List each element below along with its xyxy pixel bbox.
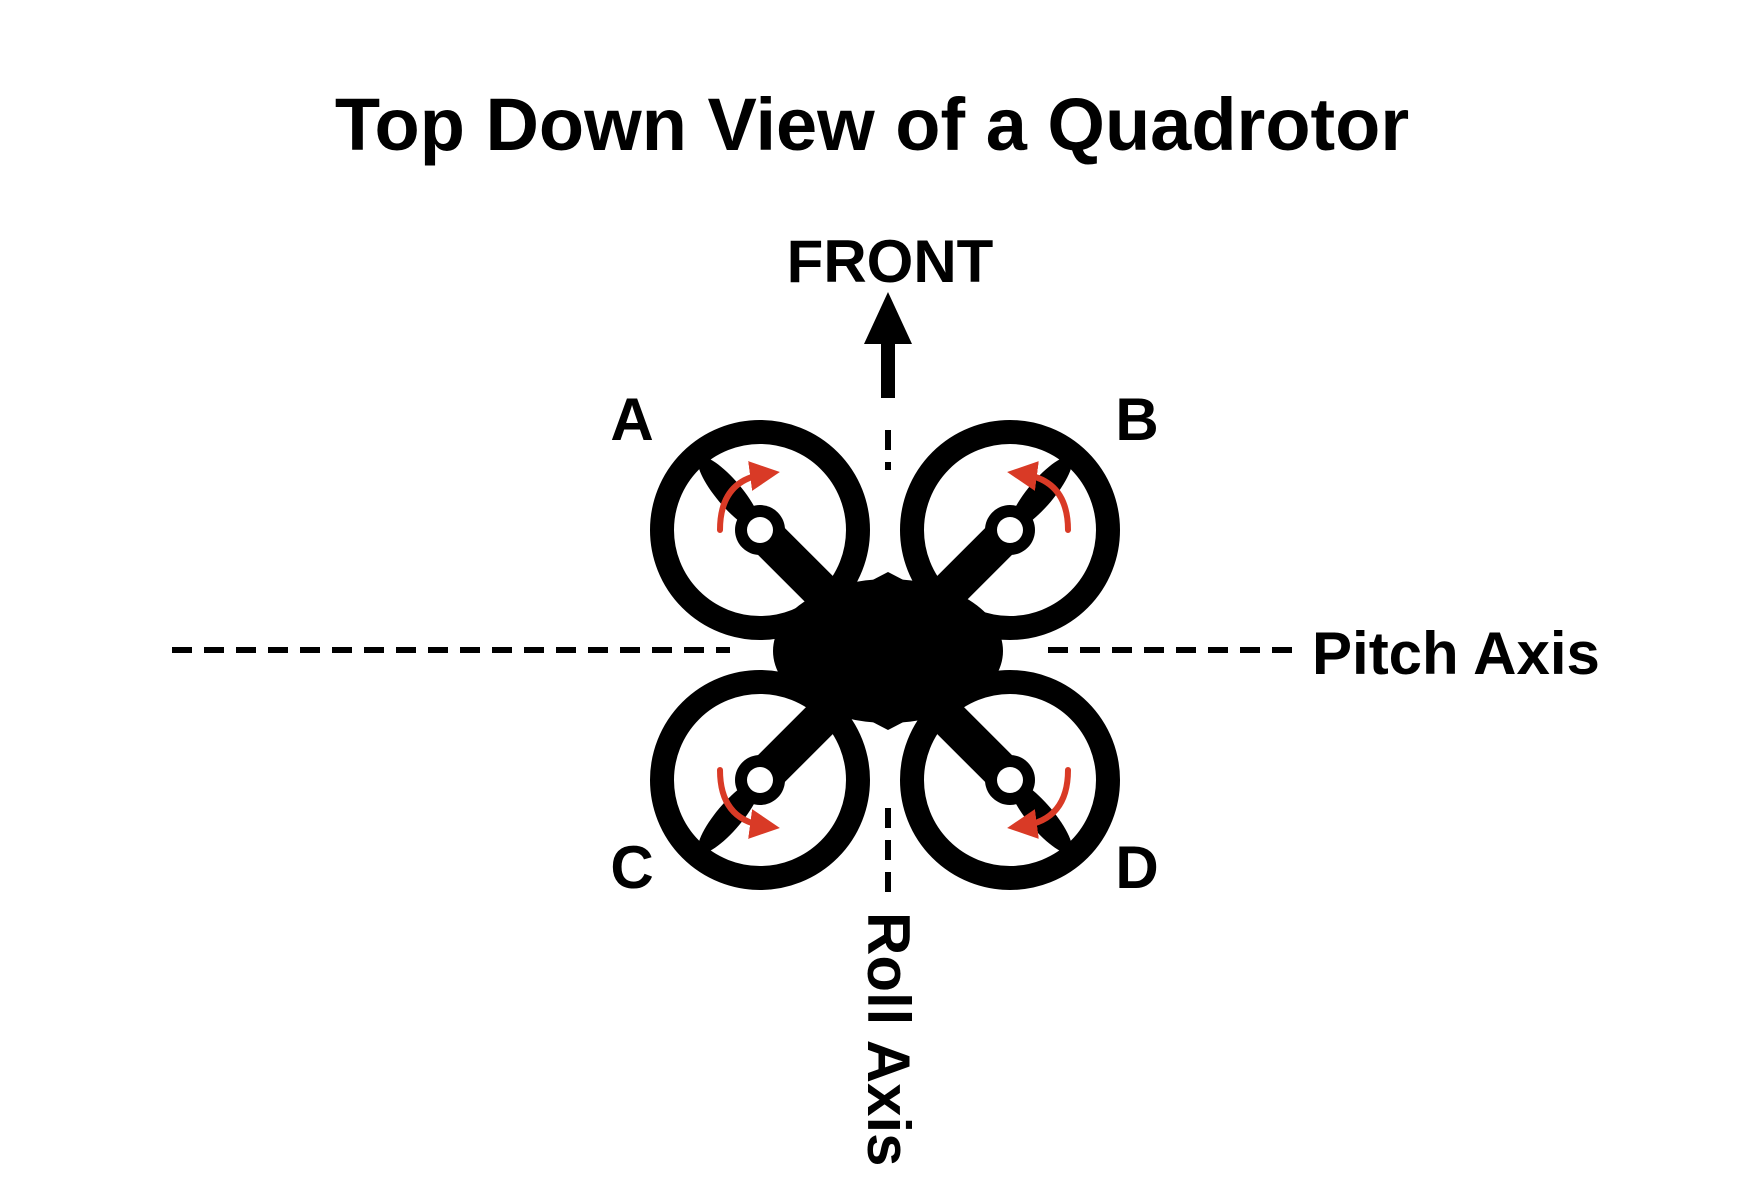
rotor-ring-b [900,420,1120,640]
propeller-d [947,707,1073,853]
rotor-label-d: D [1115,834,1158,901]
rotor-ring-c [650,670,870,890]
rotor-label-a: A [610,386,653,453]
quadrotor-icon [650,420,1120,890]
front-arrow-icon [864,292,912,398]
rotor-ring-a [650,420,870,640]
roll-axis-label: Roll Axis [855,912,922,1167]
front-label: FRONT [787,228,994,295]
rotor-label-c: C [610,834,653,901]
rotation-arrow-icon [717,461,780,533]
rotor-ring-d [900,670,1120,890]
rotation-arrow-icon [1007,767,1071,839]
rotor-label-b: B [1115,386,1158,453]
rotation-arrow-icon [717,767,780,839]
propeller-b [947,457,1073,603]
propeller-c [697,707,823,853]
page-title: Top Down View of a Quadrotor [335,83,1409,166]
pitch-axis-label: Pitch Axis [1312,620,1600,687]
rotation-arrow-icon [1007,461,1071,533]
